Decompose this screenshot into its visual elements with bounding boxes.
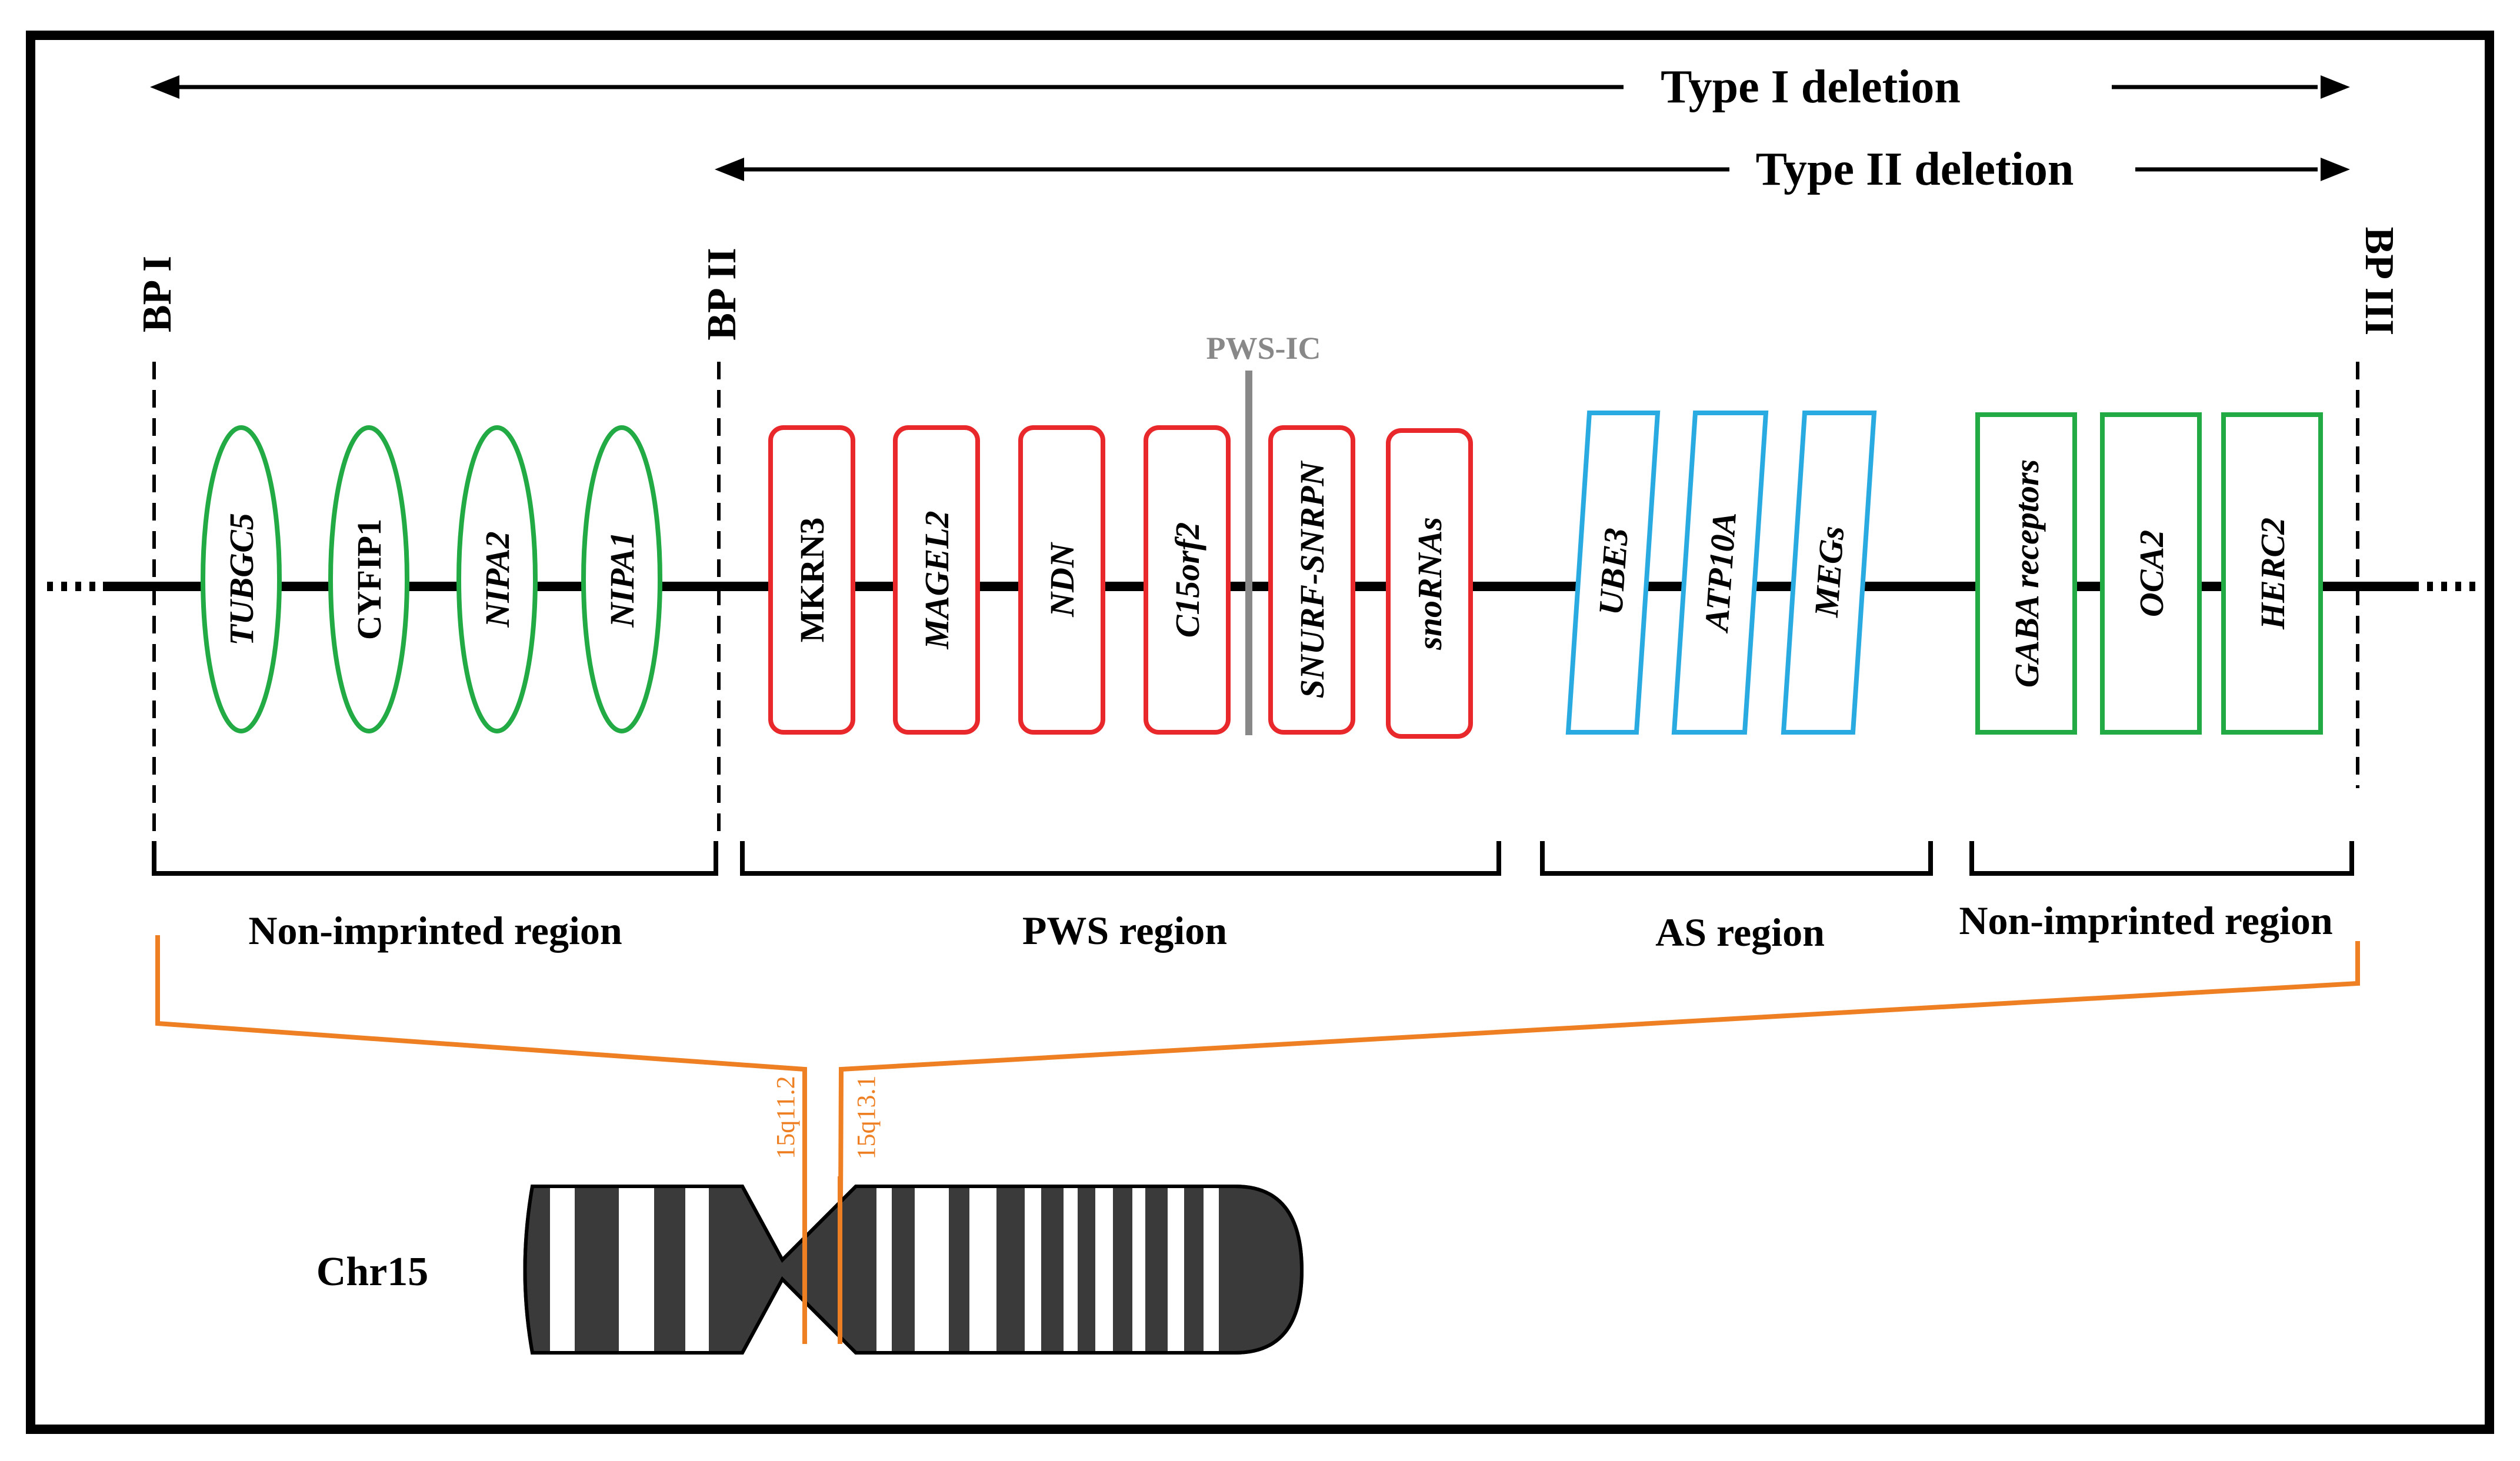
gene-ndn: NDN [1018, 425, 1105, 735]
gene-label: GABA receptors [2008, 459, 2046, 688]
gene-tubgc5: TUBGC5 [201, 425, 282, 733]
gene-nipa2: NIPA2 [456, 425, 538, 733]
chromosome-label: Chr15 [316, 1249, 429, 1295]
region-label-non-imprinted-right: Non-imprinted region [1959, 898, 2332, 943]
gene-magel2: MAGEL2 [893, 425, 980, 735]
gene-label: OCA2 [2132, 530, 2171, 617]
breakpoint-label-bp3: BP III [2356, 227, 2402, 336]
region-label-non-imprinted-left: Non-imprinted region [248, 908, 622, 953]
gene-label: CYFIP1 [350, 519, 388, 640]
gene-label: UBE3 [1591, 526, 1635, 616]
diagram-frame [26, 31, 2494, 1434]
gene-label: SNURF-SNRPN [1293, 460, 1331, 698]
breakpoint-label-bp1: BP I [135, 256, 180, 332]
breakpoint-label-bp2: BP II [699, 248, 745, 341]
region-label-as: AS region [1655, 910, 1825, 955]
gene-label: MEGs [1807, 525, 1852, 619]
gene-snornas: snoRNAs [1386, 428, 1473, 739]
gene-label: TUBGC5 [222, 513, 261, 646]
gene-label: HERC2 [2254, 518, 2292, 630]
pws-genes: MKRN3 MAGEL2 NDN C15orf2 SNURF-SNRPN sno… [768, 425, 1473, 739]
type2-deletion-label: Type II deletion [1756, 144, 2074, 195]
pws-ic-label: PWS-IC [1206, 331, 1321, 366]
non-imprinted-genes-left: TUBGC5 CYFIP1 NIPA2 NIPA1 [201, 425, 662, 733]
region-bracket-non-imprinted-right [1969, 841, 2354, 876]
gene-label: NIPA1 [603, 531, 641, 628]
region-bracket-as [1540, 841, 1933, 876]
gene-nipa1: NIPA1 [581, 425, 662, 733]
gene-label: ATP10A [1697, 511, 1744, 634]
chromosome-bands [550, 1186, 1219, 1353]
region-bracket-non-imprinted-left [152, 841, 718, 876]
band-label-15q13-1: 15q13.1 [852, 1076, 881, 1160]
gene-label: MAGEL2 [918, 511, 956, 649]
gene-label: snoRNAs [1411, 517, 1449, 651]
region-bracket-pws [740, 841, 1501, 876]
chromosome-15-ideogram [523, 1185, 1304, 1355]
gene-mkrn3: MKRN3 [768, 425, 855, 735]
gene-oca2: OCA2 [2100, 412, 2202, 735]
gene-snurf-snrpn: SNURF-SNRPN [1268, 425, 1355, 735]
gene-label: C15orf2 [1168, 522, 1206, 638]
gene-atp10a: ATP10A [1671, 411, 1769, 735]
gene-label: MKRN3 [793, 518, 831, 643]
gene-ube3: UBE3 [1565, 411, 1661, 735]
gene-megs: MEGs [1781, 411, 1877, 735]
type1-deletion-label: Type I deletion [1661, 61, 1961, 113]
non-imprinted-genes-right: GABA receptors OCA2 HERC2 [1975, 412, 2323, 735]
type2-deletion-arrow: Type II deletion [715, 144, 2350, 195]
band-label-15q11-2: 15q11.2 [771, 1076, 800, 1159]
gene-gaba-receptors: GABA receptors [1975, 412, 2077, 735]
gene-label: NDN [1043, 542, 1081, 618]
as-genes: UBE3 ATP10A MEGs [1565, 411, 1877, 735]
gene-c15orf2: C15orf2 [1144, 425, 1231, 735]
region-label-pws: PWS region [1022, 908, 1227, 953]
type1-deletion-arrow: Type I deletion [150, 61, 2350, 113]
gene-herc2: HERC2 [2221, 412, 2323, 735]
gene-cyfip1: CYFIP1 [328, 425, 409, 733]
gene-label: NIPA2 [478, 531, 516, 628]
